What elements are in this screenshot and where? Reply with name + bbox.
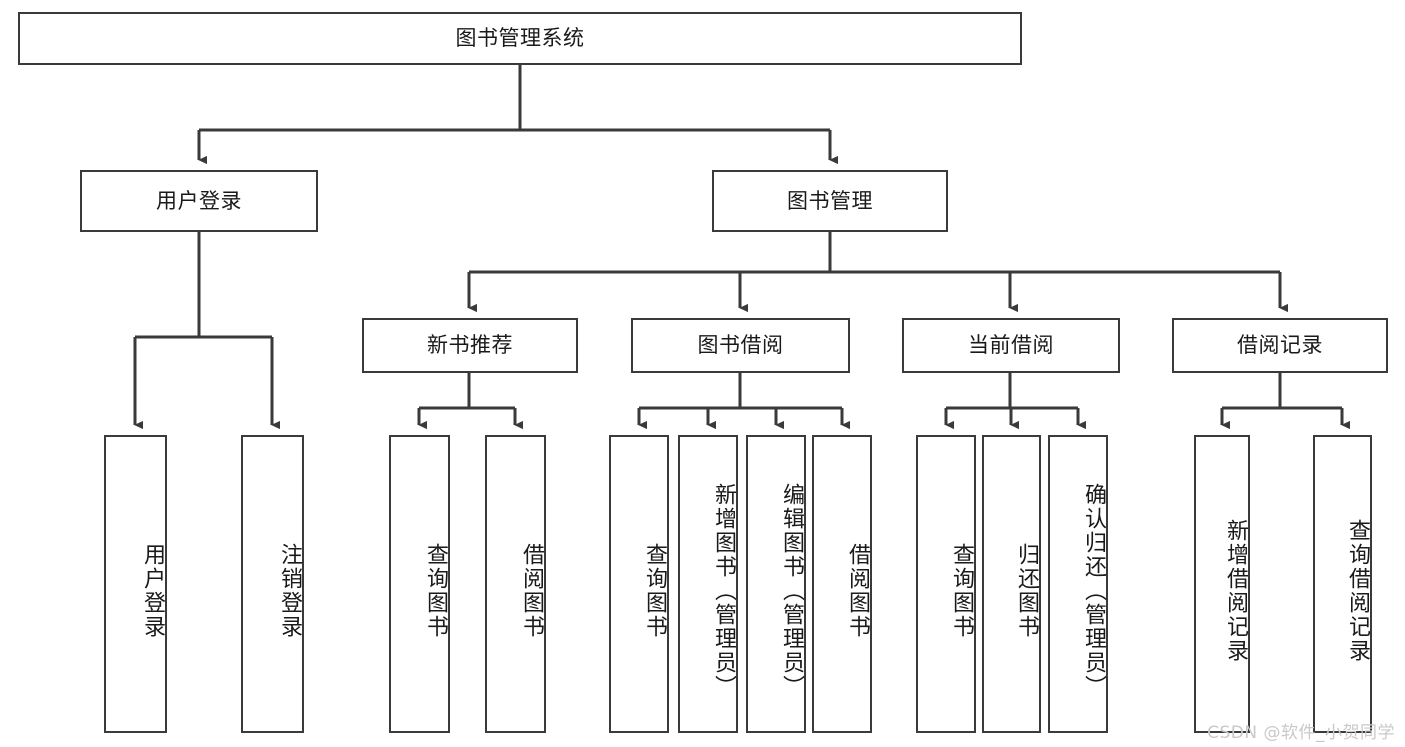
- node-label: 用户登录: [156, 188, 242, 213]
- node-leaf-book-borrow-query[interactable]: 查询图书: [609, 435, 669, 733]
- node-label: 查询借阅记录: [1345, 519, 1370, 663]
- node-label: 借阅图书: [519, 543, 544, 639]
- node-label: 借阅记录: [1237, 333, 1323, 358]
- csdn-watermark: CSDN @软件_小贺同学: [1207, 723, 1395, 743]
- node-book-management[interactable]: 图书管理: [712, 170, 948, 232]
- node-leaf-book-borrow-edit[interactable]: 编辑图书（管理员）: [746, 435, 806, 733]
- node-leaf-records-add[interactable]: 新增借阅记录: [1194, 435, 1250, 733]
- node-label: 查询图书: [949, 543, 974, 639]
- node-label: 编辑图书（管理员）: [779, 483, 804, 699]
- node-label: 当前借阅: [968, 333, 1054, 358]
- node-label: 查询图书: [423, 543, 448, 639]
- node-label: 确认归还（管理员）: [1081, 483, 1106, 699]
- node-leaf-current-borrow-confirm[interactable]: 确认归还（管理员）: [1048, 435, 1108, 733]
- node-label: 新书推荐: [427, 333, 513, 358]
- node-user-login[interactable]: 用户登录: [80, 170, 318, 232]
- node-new-book-recommend[interactable]: 新书推荐: [362, 318, 578, 373]
- node-leaf-new-book-query[interactable]: 查询图书: [389, 435, 450, 733]
- node-label: 借阅图书: [845, 543, 870, 639]
- node-leaf-book-borrow-borrow[interactable]: 借阅图书: [812, 435, 872, 733]
- node-leaf-new-book-borrow[interactable]: 借阅图书: [485, 435, 546, 733]
- node-root-library-system[interactable]: 图书管理系统: [18, 12, 1022, 65]
- node-leaf-records-query[interactable]: 查询借阅记录: [1313, 435, 1372, 733]
- node-borrow-records[interactable]: 借阅记录: [1172, 318, 1388, 373]
- node-label: 新增借阅记录: [1223, 519, 1248, 663]
- node-leaf-current-borrow-return[interactable]: 归还图书: [982, 435, 1041, 733]
- node-leaf-current-borrow-query[interactable]: 查询图书: [916, 435, 976, 733]
- node-label: 用户登录: [140, 543, 165, 639]
- node-leaf-user-login-signin[interactable]: 用户登录: [104, 435, 167, 733]
- node-label: 新增图书（管理员）: [711, 483, 736, 699]
- node-label: 图书借阅: [697, 333, 784, 358]
- node-current-borrow[interactable]: 当前借阅: [902, 318, 1120, 373]
- node-label: 图书管理系统: [455, 26, 585, 51]
- node-label: 注销登录: [277, 543, 302, 639]
- node-leaf-user-login-signout[interactable]: 注销登录: [241, 435, 304, 733]
- node-book-borrow[interactable]: 图书借阅: [631, 318, 850, 373]
- node-leaf-book-borrow-add[interactable]: 新增图书（管理员）: [678, 435, 738, 733]
- node-label: 查询图书: [642, 543, 667, 639]
- node-label: 归还图书: [1014, 543, 1039, 639]
- node-label: 图书管理: [787, 188, 873, 213]
